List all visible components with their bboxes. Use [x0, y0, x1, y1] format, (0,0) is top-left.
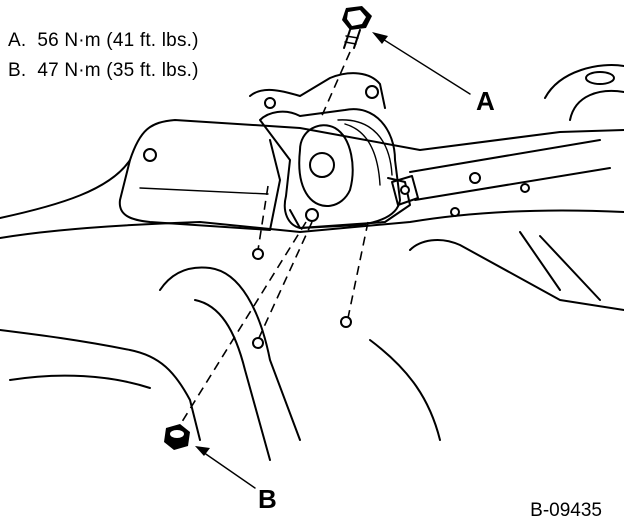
torque-legend: A. 56 N·m (41 ft. lbs.) B. 47 N·m (35 ft…	[8, 26, 199, 86]
legend-key: B.	[8, 60, 27, 81]
arrow-b-head-icon	[195, 446, 210, 456]
bolt-a-thread	[344, 35, 359, 45]
bracket-crease	[139, 187, 269, 195]
mount-bolt-hole	[264, 97, 276, 109]
alignment-line-left	[257, 221, 313, 341]
nut-b-bore	[170, 430, 184, 438]
alignment-line-right	[347, 221, 369, 319]
figure-id: B-09435	[530, 500, 602, 521]
bolt-a-shank	[343, 29, 361, 49]
legend-item-b: B. 47 N·m (35 ft. lbs.)	[8, 56, 199, 86]
arm-inner-edge	[194, 299, 271, 461]
tower-opening	[585, 71, 615, 85]
rail-hole	[469, 172, 481, 184]
body-upper-right	[544, 64, 624, 99]
subframe-lower-edge	[0, 209, 624, 239]
frame-stud	[252, 337, 264, 349]
crossmember-arm	[159, 266, 301, 441]
legend-item-a: A. 56 N·m (41 ft. lbs.)	[8, 26, 199, 56]
callout-a: A	[476, 86, 495, 116]
crossmember-left-lower	[9, 374, 151, 389]
lower-panel-right-d	[539, 235, 601, 301]
arrow-b-line	[199, 449, 256, 489]
bolt-a-head-face	[347, 10, 366, 26]
mount-rib-2	[344, 123, 381, 186]
rail-hole	[450, 207, 460, 217]
mount-bushing-outer	[298, 124, 354, 207]
bracket-hole	[143, 148, 157, 162]
legend-key: A.	[8, 30, 27, 51]
legend-torque: 56 N·m (41 ft. lbs.)	[37, 30, 199, 51]
mount-lower-flange	[289, 177, 411, 229]
arrow-a-head-icon	[372, 32, 388, 44]
legend-torque: 47 N·m (35 ft. lbs.)	[37, 60, 199, 81]
lower-panel-right-c	[519, 231, 561, 291]
left-bracket-panel	[118, 139, 281, 231]
mount-side-tab	[391, 175, 419, 206]
lower-panel-right	[369, 339, 441, 441]
side-tab-hole	[400, 185, 410, 195]
alignment-line-a	[319, 51, 351, 121]
alignment-line-b	[179, 221, 307, 426]
alignment-line-upper	[257, 185, 269, 251]
lower-panel-right-b	[409, 238, 624, 311]
mount-bushing-center	[309, 152, 335, 178]
rail-bottom-edge	[414, 167, 611, 201]
rail-top-edge	[409, 139, 601, 173]
mount-bolt-hole	[365, 85, 379, 99]
frame-stud	[340, 316, 352, 328]
mount-flange-hole	[305, 208, 319, 222]
strut-tower	[569, 90, 624, 121]
rail-hole	[520, 183, 530, 193]
frame-stud	[252, 248, 264, 260]
callout-b: B	[258, 484, 277, 514]
mount-bracket-top	[249, 72, 386, 109]
arrow-a-line	[377, 35, 471, 95]
mount-rib	[337, 119, 393, 176]
crossmember-left	[0, 329, 201, 441]
